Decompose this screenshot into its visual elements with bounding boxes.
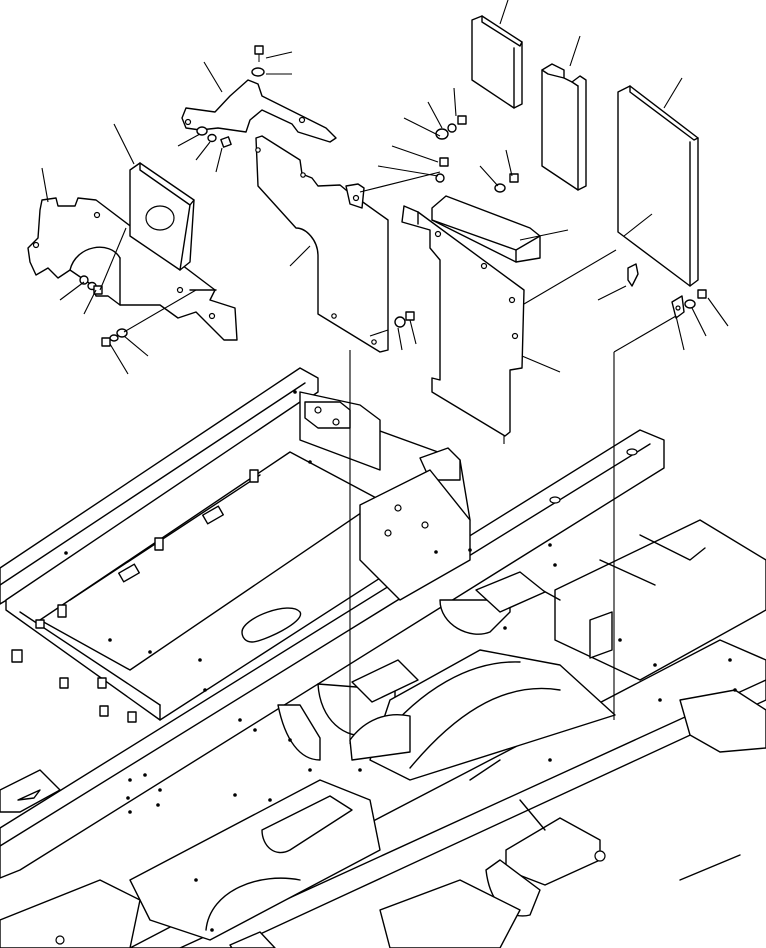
top-pad-notched — [541, 63, 587, 191]
upper-bracket — [181, 79, 337, 143]
main-frame — [0, 367, 766, 948]
frame-rivets — [64, 390, 737, 932]
top-pad-small — [471, 15, 523, 109]
center-cover-plate — [255, 135, 389, 353]
lower-support-plate — [349, 714, 411, 761]
right-tall-pad — [617, 85, 699, 287]
angled-block — [431, 195, 541, 263]
clips — [627, 263, 685, 319]
left-pad — [129, 162, 195, 271]
bolts-and-washers — [79, 45, 707, 347]
right-cover-plate — [401, 205, 525, 437]
left-cover-plate — [27, 197, 238, 341]
